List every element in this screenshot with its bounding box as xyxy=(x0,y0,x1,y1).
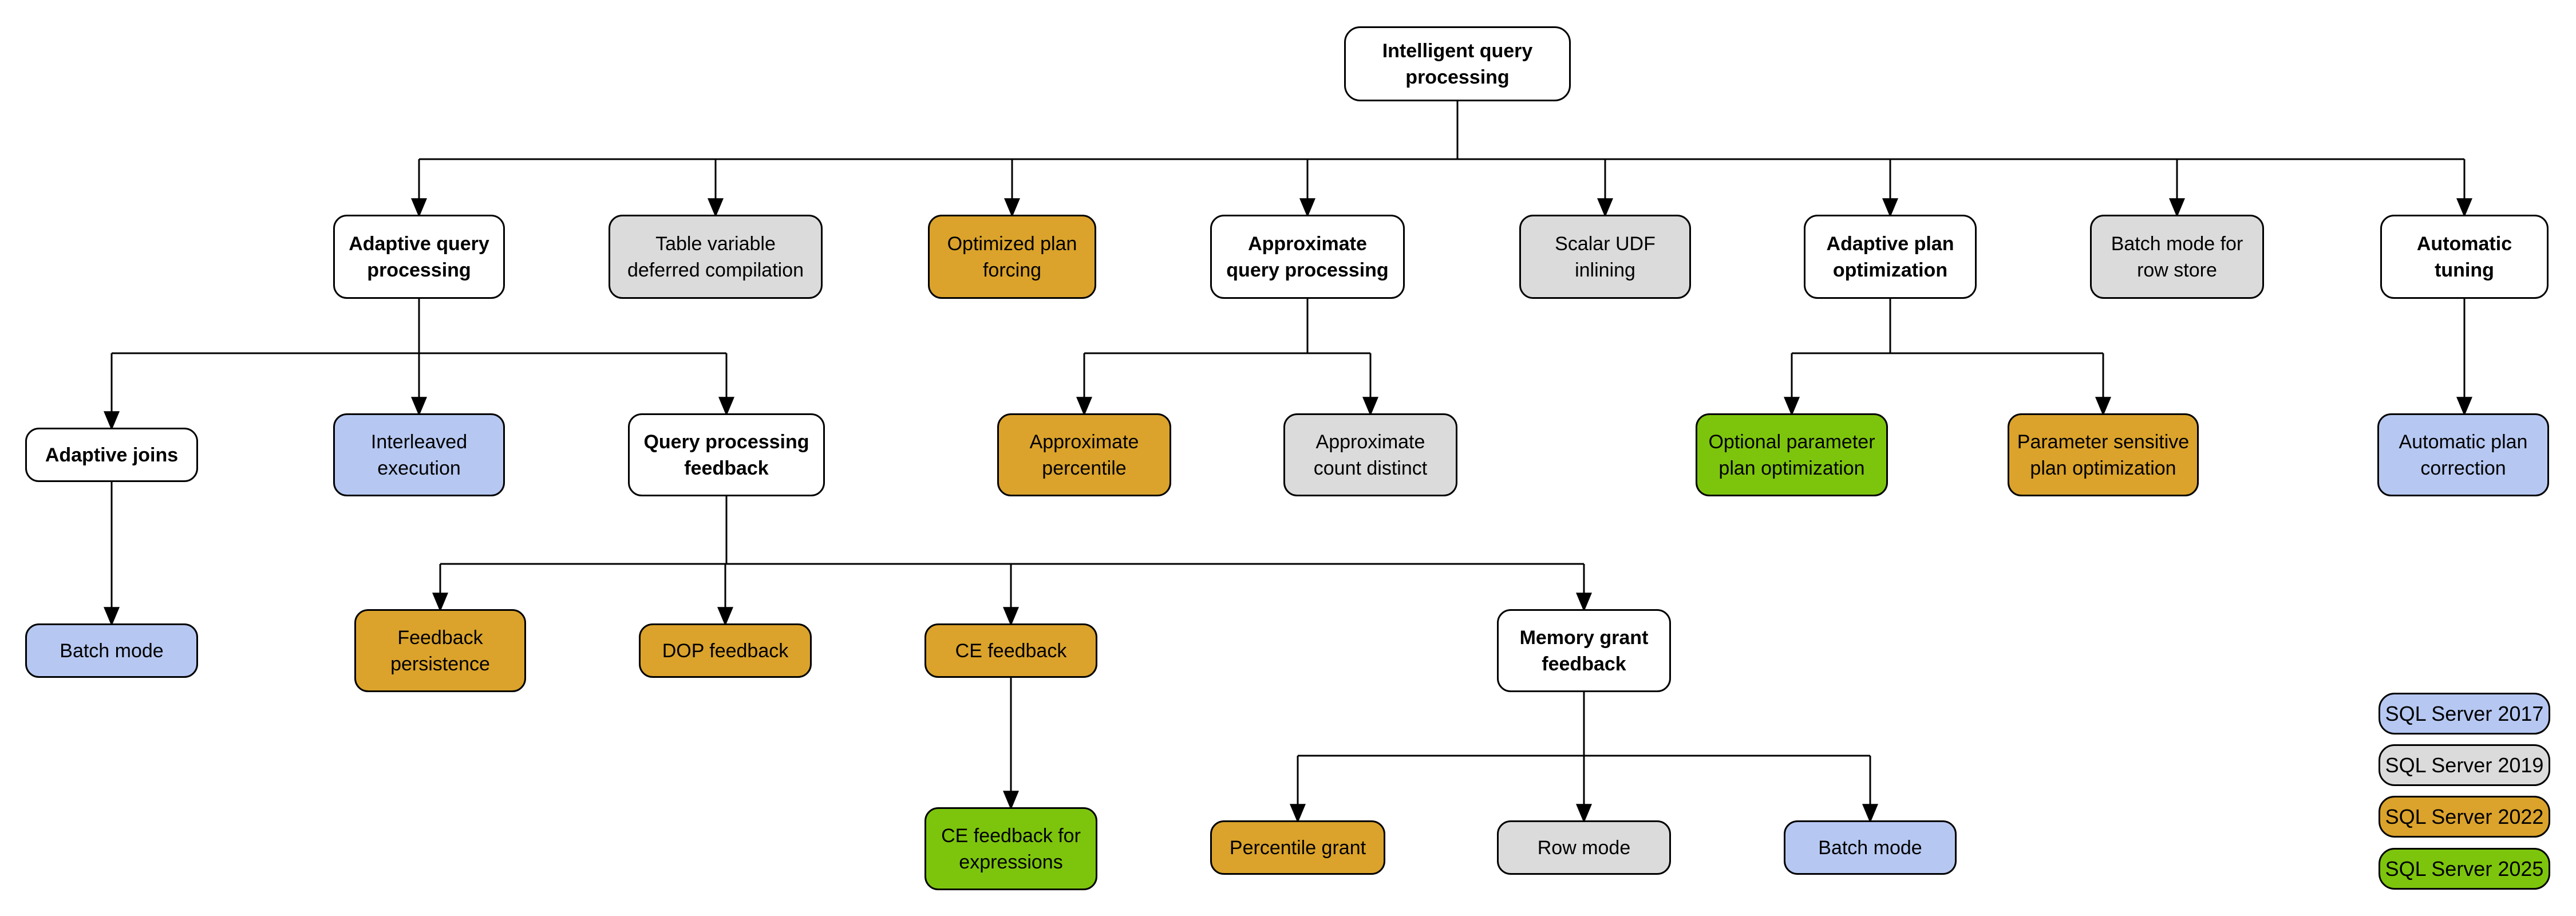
bus-approximate-query-processing xyxy=(1084,299,1370,354)
node-query-processing-feedback: Query processing feedback xyxy=(628,413,825,496)
node-adaptive-plan-optimization: Adaptive plan optimization xyxy=(1804,215,1977,299)
node-adaptive-query-processing: Adaptive query processing xyxy=(333,215,505,299)
node-optimized-plan-forcing: Optimized plan forcing xyxy=(928,215,1096,299)
legend-sql-server-2022: SQL Server 2022 xyxy=(2379,796,2550,838)
node-approximate-count-distinct: Approximate count distinct xyxy=(1283,413,1457,496)
bus-adaptive-query-processing xyxy=(112,299,726,354)
legend-sql-server-2019: SQL Server 2019 xyxy=(2379,744,2550,786)
bus-root xyxy=(419,101,2464,160)
node-adaptive-joins: Adaptive joins xyxy=(25,428,198,482)
node-scalar-udf-inlining: Scalar UDF inlining xyxy=(1519,215,1691,299)
bus-query-processing-feedback xyxy=(440,496,1584,565)
node-batch-mode-adaptive-joins: Batch mode xyxy=(25,623,198,678)
node-automatic-plan-correction: Automatic plan correction xyxy=(2377,413,2549,496)
node-parameter-sensitive-plan-optimization: Parameter sensitive plan optimization xyxy=(2008,413,2199,496)
node-table-variable-deferred-compilation: Table variable deferred compilation xyxy=(609,215,823,299)
node-feedback-persistence: Feedback persistence xyxy=(354,609,526,692)
bus-memory-grant-feedback xyxy=(1298,692,1870,757)
node-ce-feedback: CE feedback xyxy=(924,623,1097,678)
node-approximate-percentile: Approximate percentile xyxy=(997,413,1171,496)
node-ce-feedback-for-expressions: CE feedback for expressions xyxy=(924,807,1097,890)
legend-sql-server-2025: SQL Server 2025 xyxy=(2379,848,2550,890)
node-interleaved-execution: Interleaved execution xyxy=(333,413,505,496)
node-percentile-grant: Percentile grant xyxy=(1210,820,1385,875)
node-approximate-query-processing: Approximate query processing xyxy=(1210,215,1405,299)
node-automatic-tuning: Automatic tuning xyxy=(2380,215,2549,299)
node-dop-feedback: DOP feedback xyxy=(639,623,812,678)
bus-adaptive-plan-optimization xyxy=(1792,299,2103,354)
node-memory-grant-feedback: Memory grant feedback xyxy=(1497,609,1671,692)
node-batch-mode-for-row-store: Batch mode for row store xyxy=(2090,215,2264,299)
node-batch-mode-memory-grant: Batch mode xyxy=(1784,820,1957,875)
legend-sql-server-2017: SQL Server 2017 xyxy=(2379,693,2550,735)
node-intelligent-query-processing: Intelligent query processing xyxy=(1344,26,1571,101)
node-optional-parameter-plan-optimization: Optional parameter plan optimization xyxy=(1696,413,1888,496)
node-row-mode: Row mode xyxy=(1497,820,1671,875)
